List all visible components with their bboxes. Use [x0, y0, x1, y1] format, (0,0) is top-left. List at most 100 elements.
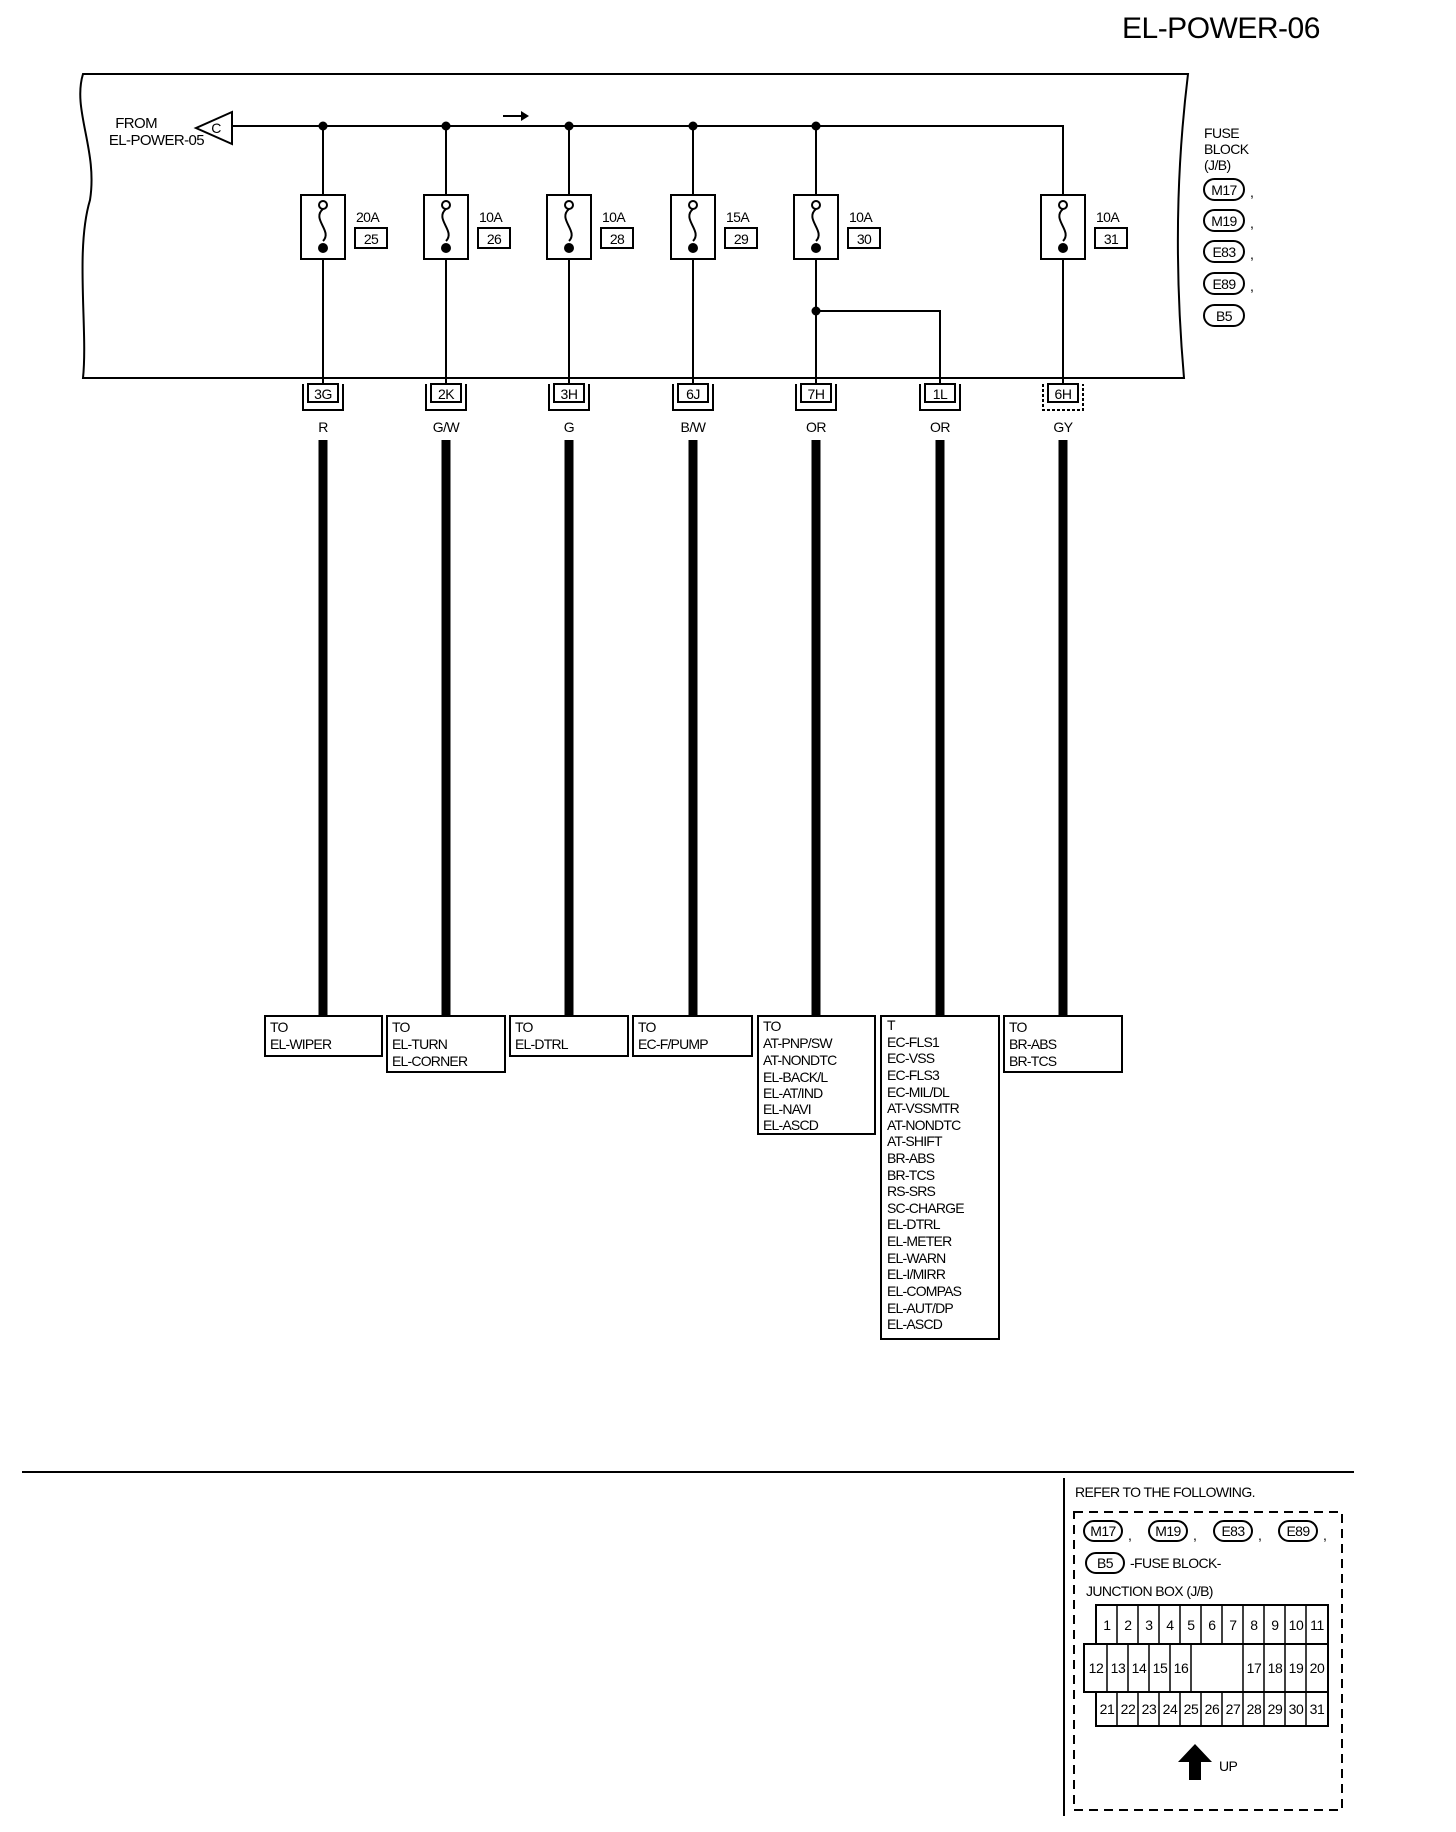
- dest-line: EL-NAVI: [763, 1101, 811, 1117]
- output-3g: 3G R TO EL-WIPER: [264, 383, 383, 1057]
- split-branch-wire: [816, 310, 941, 383]
- dest-line: EL-DTRL: [887, 1216, 941, 1232]
- grid-cell: 31: [1310, 1701, 1325, 1717]
- dest-line: EC-FLS1: [887, 1034, 940, 1050]
- grid-cell: 30: [1289, 1701, 1304, 1717]
- fuse-element-icon: [1058, 208, 1067, 242]
- fuse-block-title-line1: FUSE: [1204, 125, 1239, 141]
- dest-line: EC-FLS3: [887, 1067, 940, 1083]
- fuse-31: 10A 31: [1040, 194, 1128, 383]
- terminal-label: 7H: [808, 386, 825, 402]
- destination-box: [632, 1015, 753, 1057]
- grid-cell: 3: [1145, 1617, 1153, 1633]
- terminal-bracket: [548, 384, 590, 411]
- fuse-element-icon: [811, 208, 820, 242]
- wire-color-label: G/W: [433, 419, 461, 435]
- reference-connector: B5: [1097, 1555, 1114, 1571]
- grid-cell: 8: [1250, 1617, 1258, 1633]
- fuse-number: 29: [734, 231, 749, 247]
- fuse-rating: 10A: [602, 209, 626, 225]
- grid-cell: 7: [1229, 1617, 1237, 1633]
- fuse-number: 31: [1104, 231, 1119, 247]
- fuse-number: 28: [610, 231, 625, 247]
- dest-line: AT-NONDTC: [763, 1052, 837, 1068]
- svg-text:,: ,: [1250, 215, 1253, 231]
- fuse-number: 30: [857, 231, 872, 247]
- terminal-bracket: [1042, 384, 1084, 411]
- fuse-block-title-line2: BLOCK: [1204, 141, 1250, 157]
- fuse-element-icon: [688, 208, 697, 242]
- output-6j: 6J B/W TO EC-F/PUMP: [632, 383, 753, 1057]
- terminal-label: 2K: [438, 386, 455, 402]
- page-title: EL-POWER-06: [1122, 12, 1320, 45]
- wire-color-label: OR: [930, 419, 950, 435]
- dest-line: EL-ASCD: [887, 1316, 943, 1332]
- dest-line: AT-SHIFT: [887, 1133, 943, 1149]
- destination-box: [1003, 1015, 1123, 1073]
- grid-cell: 21: [1100, 1701, 1115, 1717]
- fuse-rating: 10A: [849, 209, 873, 225]
- svg-text:,: ,: [1128, 1527, 1131, 1543]
- dest-line: EC-VSS: [887, 1050, 935, 1066]
- wire-color-label: R: [318, 419, 328, 435]
- fuse-25: 20A 25: [300, 121, 388, 383]
- fuse-rating: 15A: [726, 209, 750, 225]
- fuse-block-connector-label: B5: [1216, 308, 1233, 324]
- dest-line: TO: [638, 1019, 656, 1035]
- grid-cell: 6: [1208, 1617, 1216, 1633]
- fuse-block-outline: [79, 73, 1190, 379]
- dest-line: RS-SRS: [887, 1183, 936, 1199]
- svg-text:,: ,: [1250, 278, 1253, 294]
- junction-box-grid: 1 2 3 4 5 6 7 8 9 10 11 12 13 14 15 16 1…: [1083, 1604, 1329, 1727]
- terminal-label: 3H: [561, 386, 578, 402]
- dest-line: SC-CHARGE: [887, 1200, 964, 1216]
- dest-line: EL-CORNER: [392, 1053, 468, 1069]
- dest-line: AT-PNP/SW: [763, 1035, 833, 1051]
- grid-cell: 15: [1153, 1660, 1168, 1676]
- svg-text:,: ,: [1323, 1527, 1326, 1543]
- output-7h: 7H OR TO AT-PNP/SW AT-NONDTC EL-BACK/L E…: [757, 383, 876, 1135]
- grid-cell: 13: [1111, 1660, 1126, 1676]
- grid-cell: 2: [1124, 1617, 1132, 1633]
- terminal-bracket: [919, 384, 961, 411]
- grid-cell: 12: [1089, 1660, 1104, 1676]
- dest-line: EL-WIPER: [270, 1036, 332, 1052]
- fuse-28: 10A 28: [546, 121, 634, 383]
- grid-cell: 29: [1268, 1701, 1283, 1717]
- fuse-element-icon: [441, 208, 450, 242]
- destination-box: [509, 1015, 629, 1057]
- dest-line: BR-ABS: [887, 1150, 935, 1166]
- up-label: UP: [1219, 1758, 1238, 1774]
- dest-line: BR-TCS: [1009, 1053, 1057, 1069]
- dest-line: TO: [270, 1019, 288, 1035]
- fuse-number: 26: [487, 231, 502, 247]
- grid-cell: 28: [1247, 1701, 1262, 1717]
- fuse-block-connector-label: M19: [1211, 213, 1237, 229]
- terminal-label: 3G: [314, 386, 332, 402]
- grid-cell: 25: [1184, 1701, 1199, 1717]
- dest-line: T: [887, 1017, 896, 1033]
- dest-line: EL-TURN: [392, 1036, 447, 1052]
- terminal-label: 1L: [933, 386, 948, 402]
- grid-cell: 5: [1187, 1617, 1195, 1633]
- fuse-number: 25: [364, 231, 379, 247]
- fuse-element-icon: [564, 208, 573, 242]
- grid-cell: 1: [1103, 1617, 1111, 1633]
- reference-box: REFER TO THE FOLLOWING. M17 , M19 , E83 …: [1063, 1478, 1343, 1816]
- svg-text:,: ,: [1250, 184, 1253, 200]
- fuse-block-connector-oval: [1203, 304, 1245, 327]
- dest-line: EC-F/PUMP: [638, 1036, 708, 1052]
- dest-line: EL-COMPAS: [887, 1283, 962, 1299]
- fuse-block-connector-oval: [1203, 178, 1245, 201]
- wire-color-label: GY: [1053, 419, 1073, 435]
- reference-line2: -FUSE BLOCK-: [1130, 1555, 1222, 1571]
- reference-title: REFER TO THE FOLLOWING.: [1075, 1484, 1255, 1500]
- terminal-label: 6J: [686, 386, 700, 402]
- dest-line: EL-AUT/DP: [887, 1300, 953, 1316]
- destination-box: [264, 1015, 383, 1057]
- terminal-bracket: [672, 384, 714, 411]
- fuse-29: 15A 29: [670, 121, 758, 383]
- fuse-block-connector-label: E89: [1212, 276, 1236, 292]
- fuse-element-icon: [318, 208, 327, 242]
- fuse-block-connector-oval: [1203, 272, 1245, 295]
